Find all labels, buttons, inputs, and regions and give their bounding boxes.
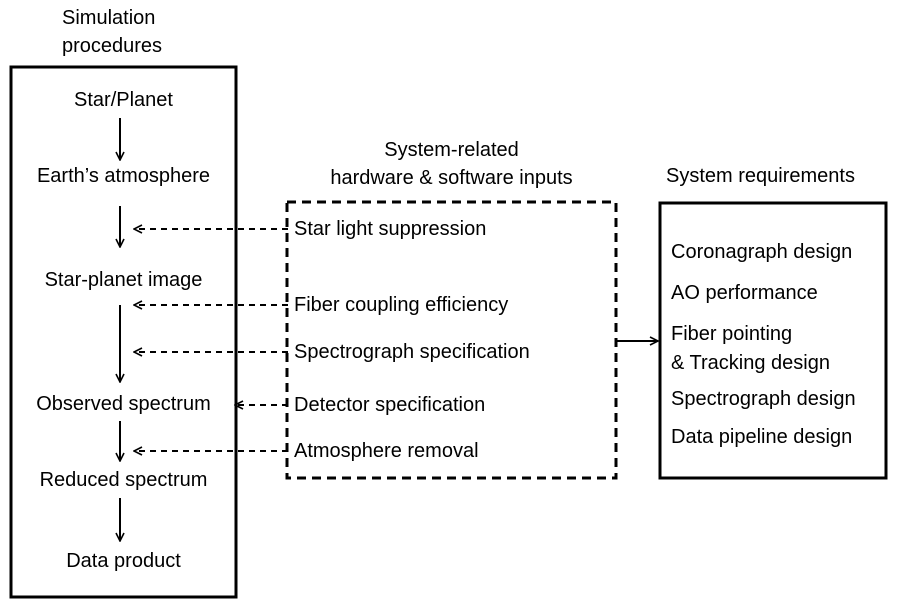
step-star-planet: Star/Planet xyxy=(74,89,173,111)
req-spectrograph-design: Spectrograph design xyxy=(671,388,856,410)
step-observed-spectrum: Observed spectrum xyxy=(36,393,211,415)
req-coronagraph-design: Coronagraph design xyxy=(671,241,853,263)
simulation-box xyxy=(9,65,238,599)
step-reduced-spectrum: Reduced spectrum xyxy=(39,469,208,491)
requirements-box xyxy=(658,201,888,480)
input-detector-specification: Detector specification xyxy=(294,394,486,416)
step-star-planet-image: Star-planet image xyxy=(44,269,203,291)
simulation-title-line1: Simulation xyxy=(62,7,156,29)
req-ao-performance: AO performance xyxy=(671,282,818,304)
input-fiber-coupling-efficiency: Fiber coupling efficiency xyxy=(294,294,509,316)
inputs-title-line1: System-related xyxy=(384,139,519,161)
req-fiber-pointing: Fiber pointing xyxy=(671,323,793,345)
input-spectrograph-specification: Spectrograph specification xyxy=(294,341,530,363)
inputs-box xyxy=(285,200,618,480)
req-data-pipeline-design: Data pipeline design xyxy=(671,426,853,448)
input-atmosphere-removal: Atmosphere removal xyxy=(294,440,479,462)
input-star-light-suppression: Star light suppression xyxy=(294,218,487,240)
simulation-title-line2: procedures xyxy=(62,35,163,57)
inputs-title-line2: hardware & software inputs xyxy=(330,167,573,189)
step-earths-atmosphere: Earth’s atmosphere xyxy=(36,165,211,187)
req-tracking-design: & Tracking design xyxy=(671,352,830,374)
requirements-title: System requirements xyxy=(666,165,855,187)
step-data-product: Data product xyxy=(66,550,181,572)
